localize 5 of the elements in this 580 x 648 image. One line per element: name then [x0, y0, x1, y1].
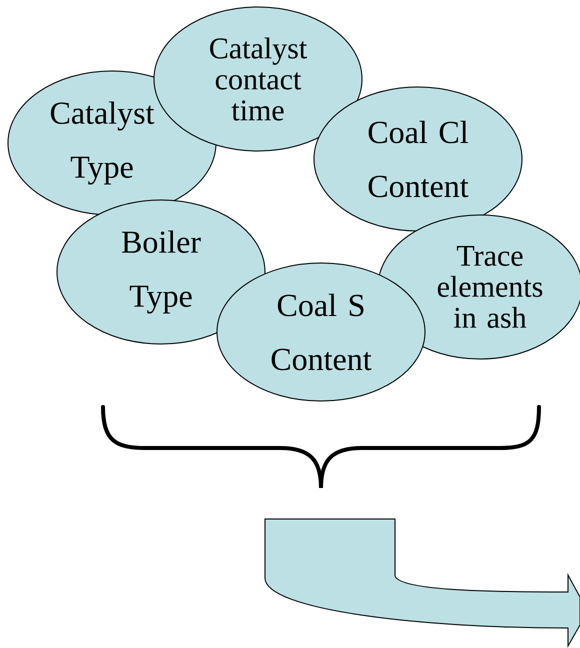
node-label: Trace elements in ash	[438, 246, 542, 328]
ellipse-node: Catalyst contact time	[154, 6, 362, 152]
ellipse-node: Coal S Content	[216, 262, 426, 402]
ellipse-node: Boiler Type	[56, 200, 266, 344]
ellipse-node: Coal Cl Content	[314, 86, 522, 232]
